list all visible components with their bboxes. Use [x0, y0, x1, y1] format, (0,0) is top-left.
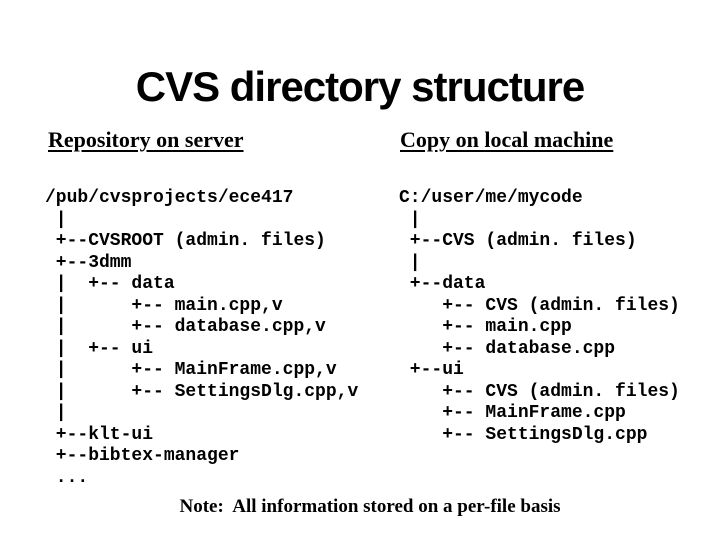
- column-heading-repository-server: Repository on server: [48, 127, 244, 152]
- slide-title: CVS directory structure: [135, 63, 585, 110]
- footer-note: Note: All information stored on a per-fi…: [179, 496, 561, 517]
- column-heading-local-machine: Copy on local machine: [400, 127, 614, 152]
- repository-directory-tree: /pub/cvsprojects/ece417 | +--CVSROOT (ad…: [45, 188, 359, 488]
- local-copy-directory-tree: C:/user/me/mycode | +--CVS (admin. files…: [399, 188, 680, 445]
